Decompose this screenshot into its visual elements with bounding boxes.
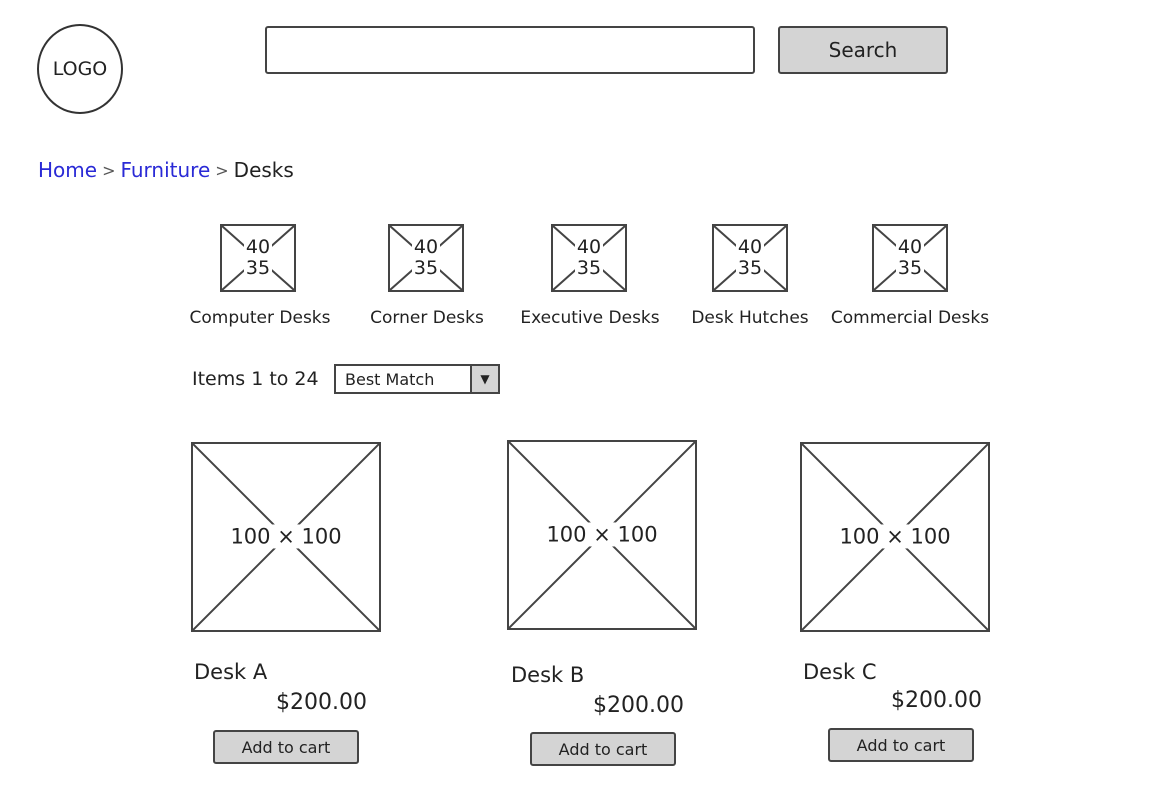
breadcrumb-separator: > <box>102 160 116 180</box>
triangle-down-icon[interactable]: ▼ <box>470 366 498 392</box>
product-price-desk-c: $200.00 <box>891 688 982 713</box>
product-name-desk-a[interactable]: Desk A <box>194 660 268 684</box>
category-label-desk-hutches[interactable]: Desk Hutches <box>691 308 809 328</box>
thumb-width: 40 <box>895 236 925 259</box>
add-to-cart-button-desk-c[interactable]: Add to cart <box>828 728 974 762</box>
logo-text: LOGO <box>52 58 108 80</box>
product-name-desk-b[interactable]: Desk B <box>511 663 585 687</box>
breadcrumb-home[interactable]: Home <box>38 158 98 182</box>
category-label-executive-desks[interactable]: Executive Desks <box>520 308 660 328</box>
category-label-computer-desks[interactable]: Computer Desks <box>189 308 331 328</box>
sort-selected-value: Best Match <box>345 369 435 389</box>
thumb-width: 40 <box>574 236 604 259</box>
product-image-desk-a[interactable]: 100 × 100 <box>191 442 381 632</box>
image-size-label: 100 × 100 <box>228 524 344 549</box>
breadcrumb: Home > Furniture > Desks <box>38 158 294 182</box>
product-image-desk-b[interactable]: 100 × 100 <box>507 440 697 630</box>
thumb-width: 40 <box>243 236 273 259</box>
add-to-cart-button-desk-b[interactable]: Add to cart <box>530 732 676 766</box>
search-button[interactable]: Search <box>778 26 948 74</box>
product-price-desk-b: $200.00 <box>593 693 684 718</box>
thumb-height: 35 <box>895 257 925 279</box>
product-name-desk-c[interactable]: Desk C <box>803 660 877 684</box>
search-input[interactable] <box>265 26 755 74</box>
category-label-commercial-desks[interactable]: Commercial Desks <box>830 308 990 328</box>
add-to-cart-button-desk-a[interactable]: Add to cart <box>213 730 359 764</box>
thumb-width: 40 <box>735 236 765 259</box>
image-size-label: 100 × 100 <box>837 524 953 549</box>
breadcrumb-current: Desks <box>233 158 294 182</box>
thumb-height: 35 <box>411 257 441 279</box>
category-label-corner-desks[interactable]: Corner Desks <box>370 308 484 328</box>
thumb-height: 35 <box>243 257 273 279</box>
product-price-desk-a: $200.00 <box>276 690 367 715</box>
logo[interactable]: LOGO <box>37 24 123 114</box>
sort-dropdown[interactable]: Best Match ▼ <box>334 364 500 394</box>
thumb-width: 40 <box>411 236 441 259</box>
breadcrumb-separator: > <box>215 160 229 180</box>
image-size-label: 100 × 100 <box>544 522 660 547</box>
thumb-height: 35 <box>574 257 604 279</box>
thumb-height: 35 <box>735 257 765 279</box>
items-count: Items 1 to 24 <box>192 368 319 390</box>
breadcrumb-furniture[interactable]: Furniture <box>120 158 211 182</box>
product-image-desk-c[interactable]: 100 × 100 <box>800 442 990 632</box>
